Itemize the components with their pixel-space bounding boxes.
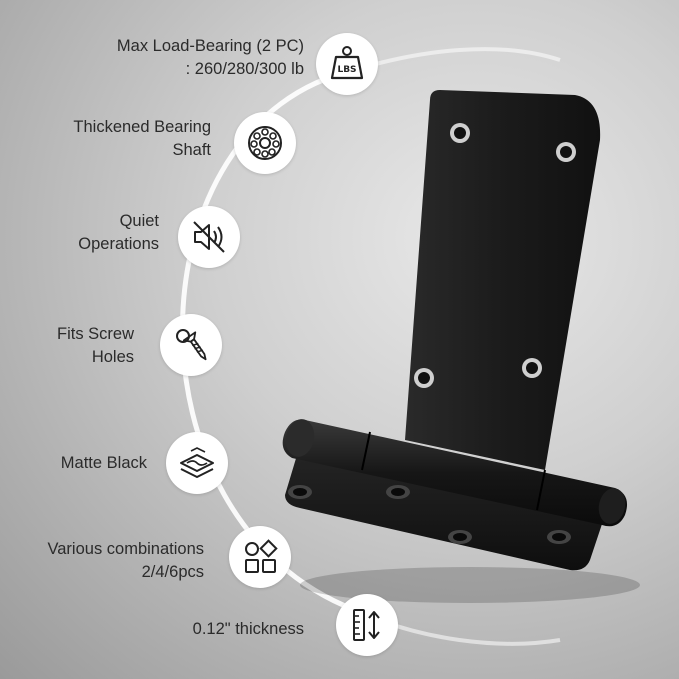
muted-speaker-icon: [178, 206, 240, 268]
screw-icon: [160, 314, 222, 376]
shapes-grid-icon: [229, 526, 291, 588]
feature-label-thickness: 0.12" thickness: [192, 620, 304, 638]
ruler-thickness-icon: [336, 594, 398, 656]
feature-label-load: Max Load-Bearing (2 PC) : 260/280/300 lb: [116, 37, 304, 78]
bearing-shaft-icon: [234, 112, 296, 174]
feature-label-screw: Fits Screw Holes: [56, 325, 134, 366]
matte-layers-icon: [166, 432, 228, 494]
svg-text:LBS: LBS: [337, 65, 356, 75]
weight-lbs-icon: LBS: [316, 33, 378, 95]
feature-label-combos: Various combinations 2/4/6pcs: [47, 540, 204, 581]
feature-label-shaft: Thickened Bearing Shaft: [73, 118, 211, 159]
feature-label-finish: Matte Black: [60, 454, 147, 472]
feature-label-quiet: Quiet Operations: [78, 212, 159, 253]
